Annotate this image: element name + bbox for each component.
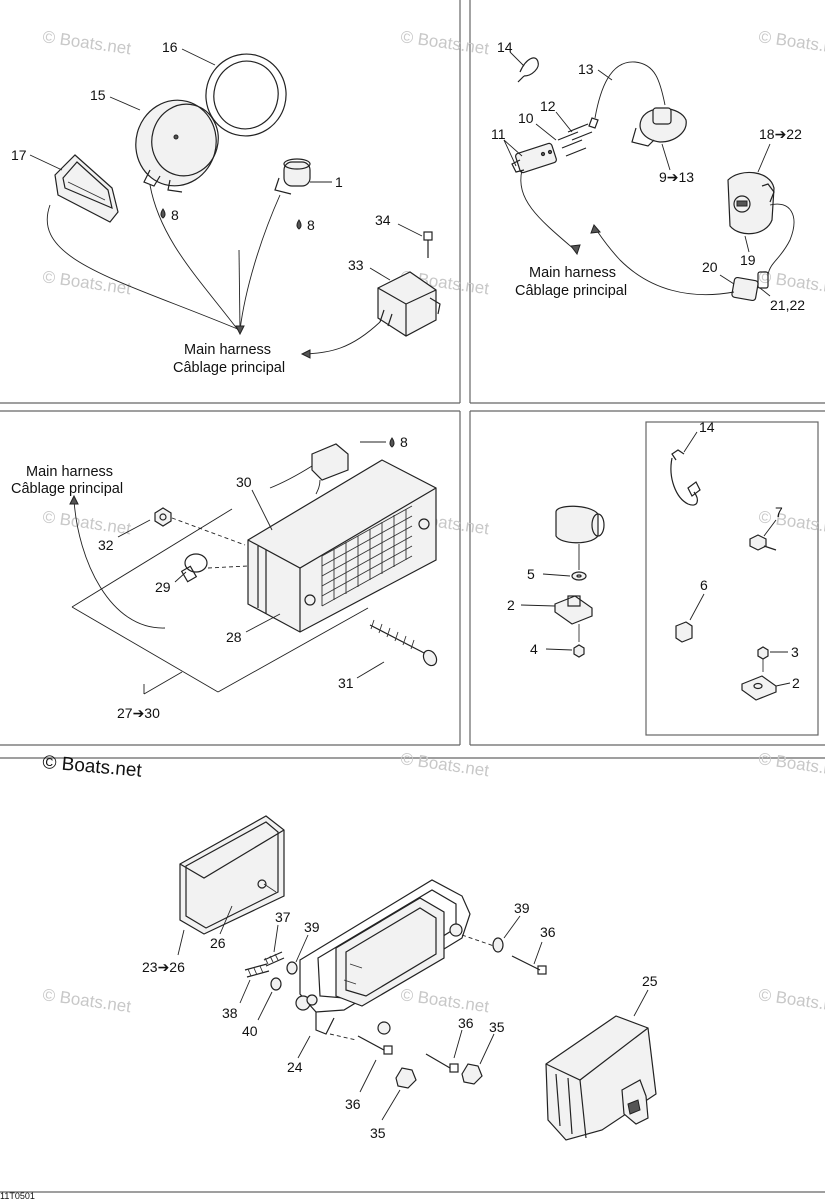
label-12: 12 [540,98,556,114]
label-36: 36 [345,1096,361,1112]
harness-label-fr: Câblage principal [515,283,627,299]
label-37: 37 [275,909,291,925]
label-35: 35 [489,1019,505,1035]
label-38: 38 [222,1005,238,1021]
relay [377,271,441,337]
label-17: 17 [11,147,27,163]
bulb [180,553,208,583]
label-8: 8 [171,207,179,223]
label-10: 10 [518,110,534,126]
harness-label-en: Main harness [26,464,113,480]
label-6: 6 [700,577,708,593]
panel-switch-parts: 14 13 12 10 11 9➔13 18➔22 19 20 21,22 Ma… [491,39,805,313]
label-36: 36 [458,1015,474,1031]
cylinder [555,505,605,570]
label-2: 2 [792,675,800,691]
taillight-connector [269,443,349,495]
label-13: 13 [578,61,594,77]
watermark: © Boats.net [399,27,490,58]
watermark: © Boats.net [757,985,825,1016]
harness-label-fr: Câblage principal [11,481,123,497]
label-32: 32 [98,537,114,553]
connector-set [511,123,593,174]
label-23-26: 23➔26 [142,959,185,975]
label-1: 1 [335,174,343,190]
bulb-socket [274,158,311,195]
label-25: 25 [642,973,658,989]
watermark: © Boats.net [41,267,132,298]
toggle-switch [631,107,687,147]
label-26: 26 [210,935,226,951]
label-11: 11 [491,126,506,142]
label-20: 20 [702,259,718,275]
label-5: 5 [527,566,535,582]
hand-control [727,171,795,276]
panel-auxiliary-light-parts: © Boats.net [42,752,658,1141]
panel-headlight-parts: 16 15 17 1 8 8 34 33 Main harness Câblag… [11,39,441,376]
cable-strap [670,449,701,506]
copyright-mark: © Boats.net [42,752,144,782]
label-8: 8 [307,217,315,233]
label-16: 16 [162,39,178,55]
taillight-assembly [247,459,437,633]
label-35: 35 [370,1125,386,1141]
label-8: 8 [400,434,408,450]
panel-taillight-parts: 8 30 32 29 28 31 27➔30 Main harness Câbl… [11,434,438,721]
label-36: 36 [540,924,556,940]
harness-label-fr: Câblage principal [173,360,285,376]
watermark: © Boats.net [757,749,825,780]
label-29: 29 [155,579,171,595]
panel-hardware-parts: 5 2 4 14 7 6 3 2 [507,419,800,701]
bracket [554,595,593,642]
lamp-bracket [295,879,471,1035]
headlight-ring [205,53,287,137]
aux-lamp [545,1015,657,1141]
watermark: © Boats.net [399,985,490,1016]
label-28: 28 [226,629,242,645]
label-39: 39 [514,900,530,916]
watermark: © Boats.net [41,27,132,58]
harness-label-en: Main harness [184,342,271,358]
label-40: 40 [242,1023,258,1039]
fastener-set [244,934,547,1089]
label-19: 19 [740,252,756,268]
label-30: 30 [236,474,252,490]
marker-lens [54,154,119,223]
headlight-housing [135,99,219,193]
drawing-code: 11T0501 [0,1191,35,1200]
nut [154,507,172,527]
label-33: 33 [348,257,364,273]
label-24: 24 [287,1059,303,1075]
watermark: © Boats.net [757,27,825,58]
label-14: 14 [497,39,513,55]
harness-label-en: Main harness [529,265,616,281]
watermark: © Boats.net [41,985,132,1016]
label-31: 31 [338,675,354,691]
watermark: © Boats.net [399,749,490,780]
harness-connector [731,271,769,302]
long-screw [369,619,438,667]
label-15: 15 [90,87,106,103]
label-7: 7 [775,504,783,520]
label-18-22: 18➔22 [759,126,802,142]
label-9-13: 9➔13 [659,169,694,185]
label-4: 4 [530,641,538,657]
lamp-lens [179,815,285,935]
label-34: 34 [375,212,391,228]
watermark: © Boats.net [757,507,825,538]
label-2: 2 [507,597,515,613]
label-3: 3 [791,644,799,660]
label-27-30: 27➔30 [117,705,160,721]
label-39: 39 [304,919,320,935]
screw [423,231,433,258]
label-21-22: 21,22 [770,297,805,313]
watermark: © Boats.net [41,507,132,538]
label-14: 14 [699,419,715,435]
